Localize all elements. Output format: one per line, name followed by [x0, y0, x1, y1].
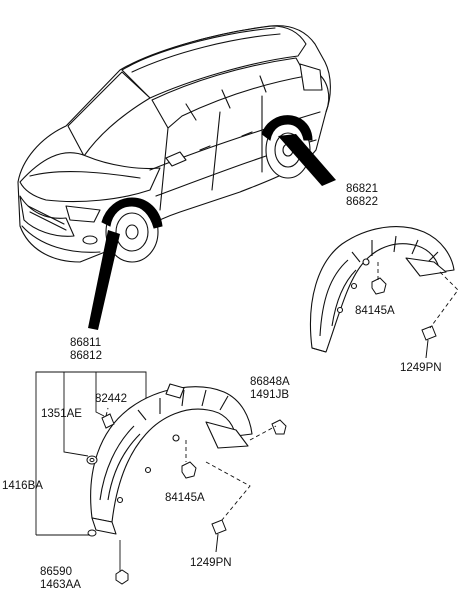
callout-86811: 86811	[70, 337, 102, 349]
front-grommet-part	[271, 419, 287, 435]
front-nut-part	[181, 461, 197, 479]
front-plug-part	[115, 569, 129, 585]
rear-leader-lines	[377, 262, 459, 329]
front-screw-part	[211, 519, 227, 553]
front-wheel-liner	[90, 383, 253, 535]
rear-wheel-liner	[309, 226, 455, 353]
callout-rear-1249pn: 1249PN	[400, 362, 442, 374]
callout-1351ae: 1351AE	[41, 408, 82, 420]
callout-86848a: 86848A	[250, 376, 290, 388]
callout-1491jb: 1491JB	[250, 389, 290, 401]
front-liner-lower-fastener	[87, 529, 97, 537]
callout-86812: 86812	[70, 350, 102, 362]
front-leader-lines	[35, 371, 147, 572]
callout-1416ba: 1416BA	[2, 480, 43, 492]
callout-front-1249pn: 1249PN	[190, 557, 232, 569]
callout-1463aa: 1463AA	[40, 579, 81, 591]
callout-front-84145a: 84145A	[165, 492, 205, 504]
callout-86821: 86821	[346, 183, 378, 195]
front-wedge	[88, 230, 120, 330]
front-clip-part	[101, 413, 115, 429]
front-liner-highlight	[101, 197, 163, 229]
vehicle-liner-highlights	[101, 115, 313, 229]
callout-82442: 82442	[95, 393, 127, 405]
rear-nut-part	[371, 277, 387, 295]
rear-wedge	[278, 134, 336, 186]
rear-screw-part	[421, 325, 437, 359]
vehicle-illustration	[17, 25, 331, 263]
rear-liner-highlight	[261, 115, 313, 141]
callout-86590: 86590	[40, 566, 72, 578]
callout-wedges	[88, 134, 336, 330]
front-bracket-part	[86, 455, 98, 465]
callout-86822: 86822	[346, 196, 378, 208]
callout-rear-84145a: 84145A	[355, 305, 395, 317]
front-dashed-lines	[105, 407, 277, 521]
